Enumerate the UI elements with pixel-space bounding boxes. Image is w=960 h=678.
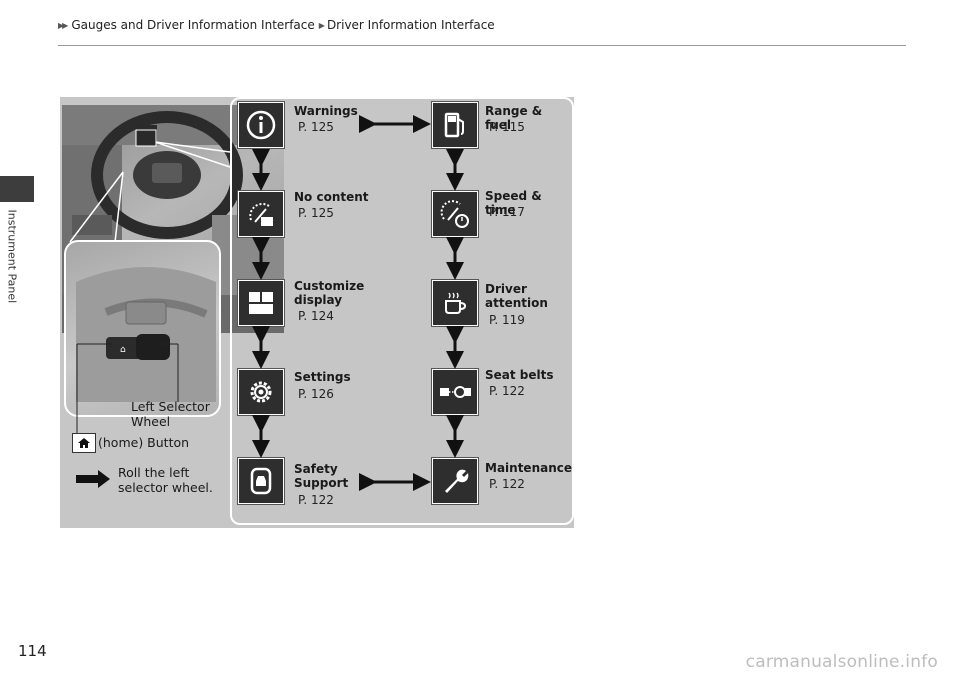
fuel-pump-icon [432,102,478,148]
no-content-page-ref[interactable]: P. 125 [298,206,334,220]
wrench-icon [432,458,478,504]
speed-time-label: Speed & time [485,189,542,217]
info-icon [238,102,284,148]
speed-clock-icon [432,191,478,237]
maintenance-label: Maintenance [485,461,573,475]
warnings-page-ref[interactable]: P. 125 [298,120,334,134]
gear-icon [238,369,284,415]
layout-icon [238,280,284,326]
left-selector-wheel-label: Left Selector Wheel [131,399,210,429]
header-rule [58,45,906,46]
warnings-label: Warnings [294,104,358,118]
steering-switch-closeup: ⌂ [64,240,221,417]
roll-arrow-icon [76,470,110,488]
customize-display-page-ref[interactable]: P. 124 [298,309,334,323]
seat-belt-icon [432,369,478,415]
no-content-label: No content [294,190,369,204]
section-tab-label: Instrument Panel [5,209,19,304]
range-fuel-page-ref[interactable]: P. 115 [489,120,525,134]
section-tab [0,176,34,202]
home-icon [72,433,96,453]
speed-time-page-ref[interactable]: P. 117 [489,205,525,219]
home-button-label: (home) Button [98,435,190,450]
svg-text:⌂: ⌂ [120,345,126,355]
watermark: carmanualsonline.info [745,652,938,672]
screen-cycle-frame [230,97,574,525]
seat-belts-label: Seat belts [485,368,554,382]
page-number: 114 [18,642,47,660]
settings-label: Settings [294,370,351,384]
car-shield-icon [238,458,284,504]
safety-support-page-ref[interactable]: P. 122 [298,493,334,507]
coffee-cup-icon [432,280,478,326]
breadcrumb-arrow-icon: ▶▶ [58,20,68,30]
settings-page-ref[interactable]: P. 126 [298,387,334,401]
breadcrumb: ▶▶ Gauges and Driver Information Interfa… [58,18,495,32]
driver-attention-page-ref[interactable]: P. 119 [489,313,525,327]
gauge-blank-icon [238,191,284,237]
range-fuel-label: Range & fuel [485,104,543,132]
breadcrumb-page: Driver Information Interface [326,18,495,32]
closeup-callout-lines [76,343,179,433]
photo-callout-lines [69,129,231,243]
maintenance-page-ref[interactable]: P. 122 [489,477,525,491]
customize-display-label: Customize display [294,279,365,307]
safety-support-label: Safety Support [294,462,349,490]
breadcrumb-arrow-icon: ▶ [318,20,325,30]
breadcrumb-section[interactable]: Gauges and Driver Information Interface [71,18,315,32]
roll-instruction: Roll the left selector wheel. [118,465,213,495]
seat-belts-page-ref[interactable]: P. 122 [489,384,525,398]
driver-attention-label: Driver attention [485,282,548,310]
